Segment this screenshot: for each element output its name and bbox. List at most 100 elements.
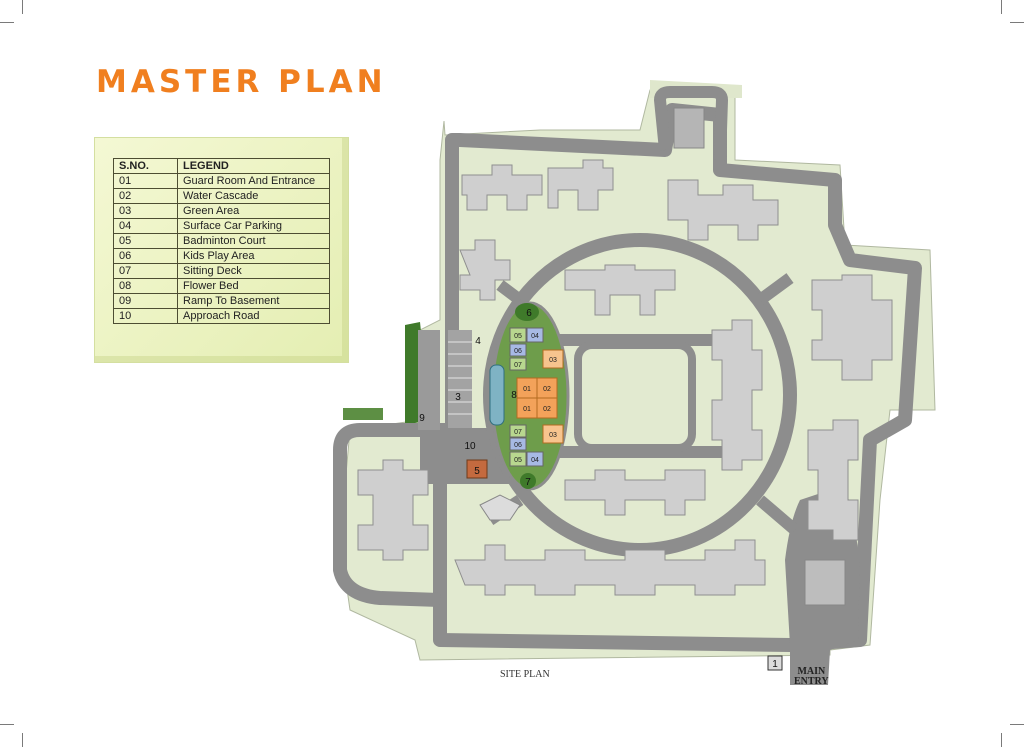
water-cascade — [489, 364, 505, 426]
landscape-patch — [343, 408, 383, 420]
legend-header-sno: S.NO. — [113, 158, 178, 174]
legend-no: 06 — [113, 248, 178, 264]
left-spur-road — [333, 423, 452, 607]
marker-label: 8 — [511, 390, 517, 401]
marker-label: 5 — [474, 466, 480, 477]
ramp-road — [418, 330, 440, 430]
building-cluster — [711, 319, 763, 471]
parking-strip — [448, 330, 472, 428]
top-gatehouse — [673, 107, 705, 149]
badminton-court — [466, 459, 488, 479]
crop-mark — [22, 0, 23, 14]
parking-stalls — [448, 341, 472, 415]
legend-no: 09 — [113, 293, 178, 309]
central-lawn — [574, 341, 696, 452]
sitting-deck — [520, 473, 536, 489]
court — [509, 451, 527, 467]
court-label: 06 — [514, 348, 522, 355]
crop-mark — [1001, 733, 1002, 747]
building-cluster — [459, 239, 511, 301]
page-title: MASTER PLAN — [96, 64, 387, 100]
legend-label: Surface Car Parking — [177, 218, 330, 234]
legend-no: 05 — [113, 233, 178, 249]
green-area-block — [542, 349, 564, 369]
block-label: 01 — [523, 386, 531, 393]
marker-label: 3 — [455, 392, 461, 403]
court — [509, 343, 527, 357]
legend-no: 02 — [113, 188, 178, 204]
site-plan-map: 05 04 06 07 07 06 05 04 03 03 01 02 01 0… — [333, 80, 936, 685]
court-label: 07 — [514, 362, 522, 369]
court — [509, 424, 527, 438]
legend-label: Approach Road — [177, 308, 330, 324]
flower-bed — [479, 494, 521, 521]
court — [526, 327, 544, 343]
main-entry-line: ENTRY — [794, 676, 829, 687]
perimeter-road — [433, 103, 922, 652]
legend-no: 04 — [113, 218, 178, 234]
main-entry-line: MAIN — [797, 666, 826, 677]
court-label: 05 — [514, 457, 522, 464]
building-cluster — [547, 159, 614, 211]
legend-no: 03 — [113, 203, 178, 219]
legend-label: Ramp To Basement — [177, 293, 330, 309]
building-cluster — [564, 469, 706, 516]
court-label: 04 — [531, 457, 539, 464]
crop-mark — [0, 724, 14, 725]
crop-mark — [0, 22, 14, 23]
building-cluster — [357, 459, 429, 561]
block-label: 03 — [549, 357, 557, 364]
crop-mark — [1010, 724, 1024, 725]
legend-no: 08 — [113, 278, 178, 294]
site-plan-caption: SITE PLAN — [500, 669, 550, 680]
block-label: 02 — [543, 406, 551, 413]
marker-label: 6 — [526, 308, 532, 319]
legend-no: 01 — [113, 173, 178, 189]
court — [509, 327, 527, 343]
legend-label: Guard Room And Entrance — [177, 173, 330, 189]
crop-mark — [22, 733, 23, 747]
court-label: 07 — [514, 429, 522, 436]
court-label: 05 — [514, 333, 522, 340]
legend-no: 07 — [113, 263, 178, 279]
court-label: 04 — [531, 333, 539, 340]
building-cluster — [807, 419, 859, 541]
court — [509, 437, 527, 451]
marker-label: 9 — [419, 413, 425, 424]
top-access-road — [654, 86, 728, 161]
main-entry-label: MAIN ENTRY — [794, 667, 829, 687]
block-label: 02 — [543, 386, 551, 393]
crop-mark — [1010, 22, 1024, 23]
marker-box — [767, 655, 783, 671]
building-cluster — [461, 164, 543, 211]
court — [509, 357, 527, 371]
building-cluster — [454, 539, 766, 596]
marker-label: 10 — [464, 441, 476, 452]
crop-mark — [1001, 0, 1002, 14]
marker-label: 1 — [772, 659, 778, 670]
legend-no: 10 — [113, 308, 178, 324]
court — [526, 451, 544, 467]
kids-play-area — [515, 303, 539, 321]
marker-label: 4 — [475, 336, 481, 347]
marker-label: 7 — [525, 477, 531, 488]
court-label: 06 — [514, 442, 522, 449]
building-cluster — [564, 264, 676, 316]
block-label: 03 — [549, 432, 557, 439]
building-cluster — [667, 179, 779, 241]
legend-header-row: S.NO. LEGEND — [113, 158, 330, 174]
building-cluster — [811, 274, 893, 381]
block-label: 01 — [523, 406, 531, 413]
